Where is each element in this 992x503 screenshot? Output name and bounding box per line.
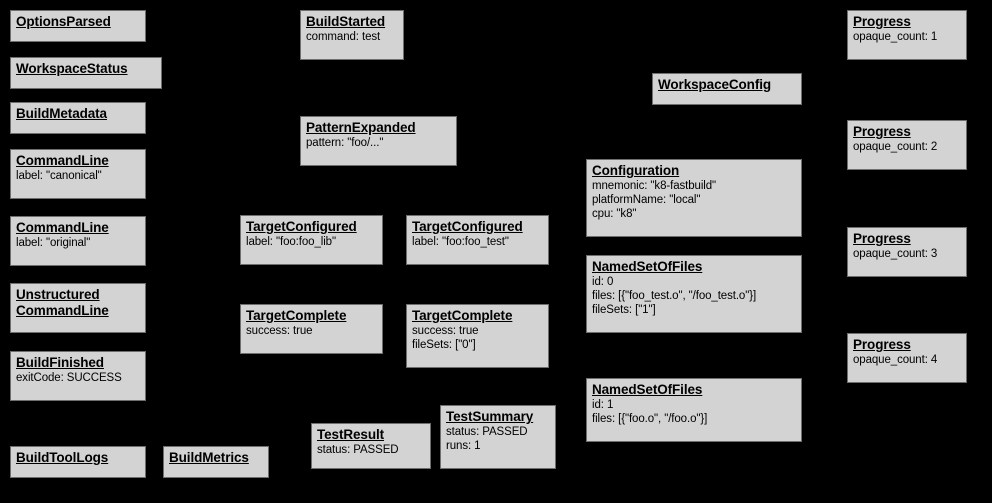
node-field: command: test	[306, 31, 381, 43]
node-field: mnemonic: "k8-fastbuild"	[592, 180, 717, 192]
node-workspace-status[interactable]: WorkspaceStatus	[10, 57, 162, 89]
node-field: exitCode: SUCCESS	[16, 372, 122, 384]
node-build-started[interactable]: BuildStarted command: test	[300, 10, 404, 60]
node-command-line-original[interactable]: CommandLine label: "original"	[10, 216, 146, 266]
node-title: Progress	[853, 124, 911, 139]
node-fields: opaque_count: 2	[853, 140, 961, 154]
node-title: TargetComplete	[412, 308, 513, 323]
node-title: BuildMetrics	[169, 450, 249, 465]
node-title: CommandLine	[16, 220, 109, 235]
node-title: NamedSetOfFiles	[592, 259, 703, 274]
node-field: opaque_count: 2	[853, 141, 938, 153]
node-title: BuildFinished	[16, 355, 104, 370]
node-field: status: PASSED	[446, 426, 528, 438]
node-fields: opaque_count: 3	[853, 247, 961, 261]
node-fields: success: true	[246, 324, 377, 338]
node-field: success: true	[246, 325, 313, 337]
node-title: CommandLine	[16, 153, 109, 168]
node-target-configured-foo-lib[interactable]: TargetConfigured label: "foo:foo_lib"	[240, 215, 383, 265]
node-options-parsed[interactable]: OptionsParsed	[10, 10, 146, 42]
node-target-complete-foo-lib[interactable]: TargetComplete success: true	[240, 304, 383, 354]
node-fields: label: "foo:foo_lib"	[246, 235, 377, 249]
node-field: success: true	[412, 325, 479, 337]
node-field: opaque_count: 1	[853, 31, 938, 43]
node-test-summary[interactable]: TestSummary status: PASSED runs: 1	[440, 405, 556, 469]
node-title: Unstructured CommandLine	[16, 287, 109, 318]
node-title: Progress	[853, 231, 911, 246]
node-fields: status: PASSED	[317, 443, 425, 457]
node-fields: opaque_count: 4	[853, 353, 961, 367]
node-fields: status: PASSED runs: 1	[446, 425, 550, 453]
node-build-tool-logs[interactable]: BuildToolLogs	[10, 446, 146, 478]
node-fields: pattern: "foo/..."	[306, 136, 451, 150]
node-fields: opaque_count: 1	[853, 30, 961, 44]
node-title: TargetComplete	[246, 308, 347, 323]
node-unstructured-command-line[interactable]: Unstructured CommandLine	[10, 283, 146, 333]
node-fields: id: 0 files: [{"foo_test.o", "/foo_test.o…	[592, 275, 796, 317]
node-fields: id: 1 files: [{"foo.o", "/foo.o"}]	[592, 398, 796, 426]
node-title: NamedSetOfFiles	[592, 382, 703, 397]
node-named-set-of-files-1[interactable]: NamedSetOfFiles id: 1 files: [{"foo.o", "/…	[586, 378, 802, 442]
node-field: fileSets: ["1"]	[592, 304, 656, 316]
node-field: files: [{"foo.o", "/foo.o"}]	[592, 413, 708, 425]
node-field: runs: 1	[446, 440, 481, 452]
node-target-configured-foo-test[interactable]: TargetConfigured label: "foo:foo_test"	[406, 215, 549, 265]
node-title: PatternExpanded	[306, 120, 416, 135]
node-workspace-config[interactable]: WorkspaceConfig	[652, 73, 802, 105]
node-build-finished[interactable]: BuildFinished exitCode: SUCCESS	[10, 351, 146, 401]
node-progress-2[interactable]: Progress opaque_count: 2	[847, 120, 967, 170]
node-target-complete-foo-test[interactable]: TargetComplete success: true fileSets: ["0…	[406, 304, 549, 368]
node-field: label: "canonical"	[16, 170, 102, 182]
node-fields: exitCode: SUCCESS	[16, 371, 140, 385]
node-title: TestSummary	[446, 409, 534, 424]
node-command-line-canonical[interactable]: CommandLine label: "canonical"	[10, 149, 146, 199]
node-field: cpu: "k8"	[592, 208, 637, 220]
node-field: id: 0	[592, 276, 614, 288]
node-title: Progress	[853, 14, 911, 29]
node-field: label: "foo:foo_lib"	[246, 236, 336, 248]
node-field: opaque_count: 3	[853, 248, 938, 260]
node-title: TargetConfigured	[412, 219, 523, 234]
node-configuration[interactable]: Configuration mnemonic: "k8-fastbuild" pla…	[586, 159, 802, 237]
node-title: Progress	[853, 337, 911, 352]
node-fields: success: true fileSets: ["0"]	[412, 324, 543, 352]
node-named-set-of-files-0[interactable]: NamedSetOfFiles id: 0 files: [{"foo_test.o…	[586, 255, 802, 333]
node-field: platformName: "local"	[592, 194, 701, 206]
node-fields: label: "original"	[16, 236, 140, 250]
node-field: label: "foo:foo_test"	[412, 236, 509, 248]
node-fields: mnemonic: "k8-fastbuild" platformName: "l…	[592, 179, 796, 221]
node-title: BuildToolLogs	[16, 450, 109, 465]
node-title: BuildMetadata	[16, 106, 107, 121]
node-title: Configuration	[592, 163, 680, 178]
node-field: pattern: "foo/..."	[306, 137, 384, 149]
node-progress-3[interactable]: Progress opaque_count: 3	[847, 227, 967, 277]
node-title: TargetConfigured	[246, 219, 357, 234]
node-title: WorkspaceStatus	[16, 61, 128, 76]
node-pattern-expanded[interactable]: PatternExpanded pattern: "foo/..."	[300, 116, 457, 166]
node-title: WorkspaceConfig	[658, 77, 772, 92]
node-title: TestResult	[317, 427, 385, 442]
node-field: status: PASSED	[317, 444, 399, 456]
node-build-metadata[interactable]: BuildMetadata	[10, 102, 146, 134]
node-progress-1[interactable]: Progress opaque_count: 1	[847, 10, 967, 60]
node-field: label: "original"	[16, 237, 91, 249]
node-title: BuildStarted	[306, 14, 386, 29]
node-field: id: 1	[592, 399, 614, 411]
node-fields: label: "foo:foo_test"	[412, 235, 543, 249]
node-build-metrics[interactable]: BuildMetrics	[163, 446, 269, 478]
node-title: OptionsParsed	[16, 14, 111, 29]
node-fields: command: test	[306, 30, 398, 44]
node-field: fileSets: ["0"]	[412, 339, 476, 351]
node-progress-4[interactable]: Progress opaque_count: 4	[847, 333, 967, 383]
node-field: opaque_count: 4	[853, 354, 938, 366]
node-test-result[interactable]: TestResult status: PASSED	[311, 423, 431, 469]
node-field: files: [{"foo_test.o", "/foo_test.o"}]	[592, 290, 757, 302]
node-fields: label: "canonical"	[16, 169, 140, 183]
